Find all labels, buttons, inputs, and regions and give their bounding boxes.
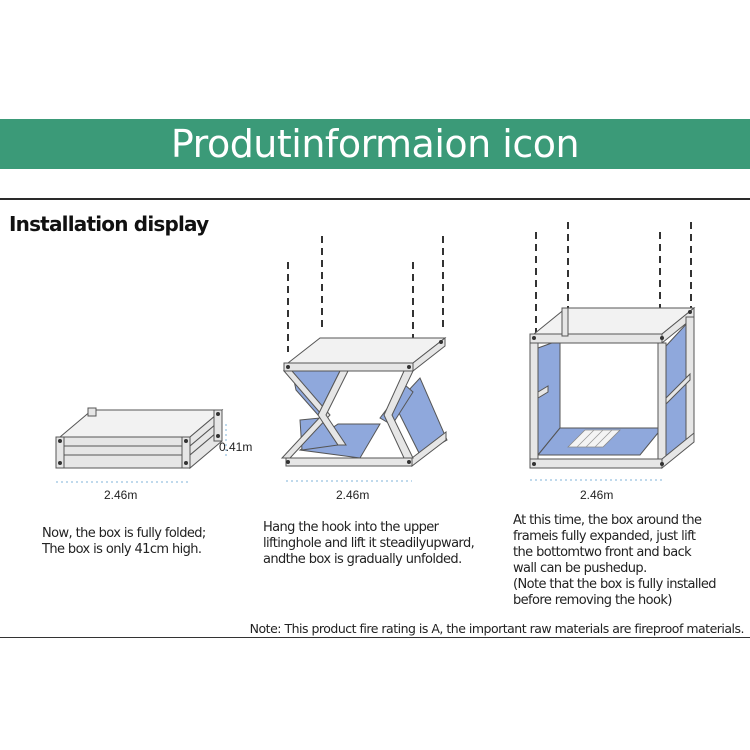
caption-line: (Note that the box is fully installed [513,577,717,592]
caption-line: wall can be pushedup. [513,561,647,576]
caption-line: andthe box is gradually unfolded. [263,552,462,567]
caption-line: liftinghole and lift it steadilyupward, [263,536,475,551]
caption-line: Now, the box is fully folded; [42,526,206,541]
width-label-step2: 2.46m [336,488,370,502]
divider-bottom [0,637,750,638]
fire-rating-note: Note: This product fire rating is A, the… [249,621,745,636]
height-label: 0.41m [219,440,253,454]
banner-title: Produtinformaion icon [0,119,750,169]
folded-box-figure [55,407,227,483]
expanded-box-figure [529,222,696,481]
caption-step2: Hang the hook into the upper liftinghole… [263,520,475,568]
section-title: Installation display [9,212,209,236]
caption-line: before removing the hook) [513,593,672,608]
caption-line: Hang the hook into the upper [263,520,439,535]
caption-line: At this time, the box around the [513,513,702,528]
divider-top [0,198,750,200]
width-label-step3: 2.46m [580,488,614,502]
caption-step3: At this time, the box around the frameis… [513,513,717,609]
caption-step1: Now, the box is fully folded; The box is… [42,526,206,558]
caption-line: the bottomtwo front and back [513,545,692,560]
unfolding-box-figure [280,236,448,482]
caption-line: The box is only 41cm high. [42,542,202,557]
width-label-step1: 2.46m [104,488,138,502]
caption-line: frameis fully expanded, just lift [513,529,696,544]
